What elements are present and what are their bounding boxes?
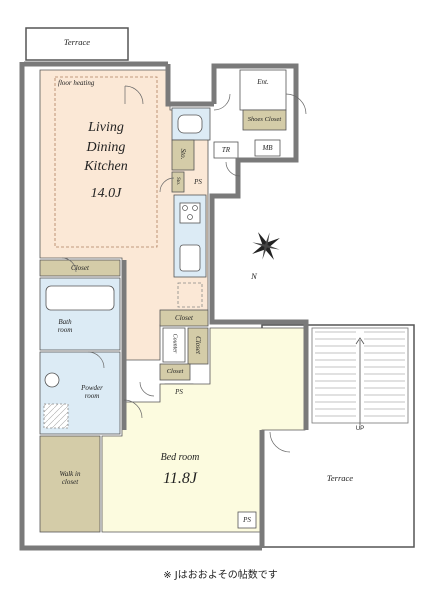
ldk-size-label: 14.0J (90, 186, 122, 201)
closet-bath-label: Closet (71, 264, 89, 272)
ps-bedroom (237, 511, 257, 529)
floor-heating-area (54, 76, 158, 248)
closet-middle-label: Closet (175, 314, 193, 322)
storage-lower (171, 171, 185, 193)
meter-box (254, 139, 281, 157)
stove-icon (179, 202, 201, 224)
sto-lower-label: Sto. (175, 176, 182, 186)
trunk-room (213, 141, 239, 159)
terrace-right-label: Terrace (326, 473, 354, 483)
washer-space (43, 403, 69, 429)
shoes-closet (242, 109, 287, 131)
walk-in-closet-label: Walk in closet (59, 470, 81, 487)
door-swings (61, 85, 307, 453)
fridge-space (177, 282, 203, 308)
sink-icon (179, 244, 201, 272)
counter-label: Counter (171, 333, 178, 354)
storage-upper (171, 139, 195, 171)
closet-small-label: Closet (166, 368, 184, 375)
washbasin-icon (44, 372, 60, 388)
walls (19, 61, 309, 551)
bedroom-size-label: 11.8J (163, 470, 197, 487)
shoes-closet-label: Shoes Closet (247, 116, 282, 123)
tr-label: TR (221, 146, 231, 154)
bathroom-label: Bath room (57, 318, 73, 335)
closet-small (159, 363, 191, 381)
footnote: ※ Jはおおよその帖数です (163, 570, 278, 581)
terrace-top (25, 27, 129, 61)
counter (162, 327, 186, 363)
north-label: N (251, 271, 257, 281)
toilet-icon (177, 114, 203, 134)
stair-up-label: UP (355, 426, 365, 432)
entrance-label: Ent. (257, 78, 269, 86)
ps-kitchen-label: PS (194, 178, 202, 186)
mb-label: MB (262, 144, 273, 152)
entrance (239, 69, 287, 111)
closet-vertical (187, 327, 209, 365)
bathtub-icon (45, 285, 115, 311)
compass-icon (252, 232, 280, 260)
sto-upper-label: Sto. (179, 148, 188, 160)
ldk-label: Living Dining Kitchen (84, 120, 128, 175)
closet-bath-area (39, 259, 121, 277)
bedroom-label: Bed room (160, 452, 200, 463)
powder-room-label: Powder room (81, 384, 103, 401)
floor-heating-label: floor heating (58, 79, 95, 87)
terrace-top-label: Terrace (63, 37, 91, 47)
staircase (311, 327, 409, 425)
closet-middle (159, 309, 209, 327)
closet-vertical-label: Closet (194, 336, 203, 354)
walk-in-closet (39, 435, 101, 533)
ps-bedroom-label: PS (243, 516, 251, 524)
ps-middle-label: PS (175, 388, 183, 396)
